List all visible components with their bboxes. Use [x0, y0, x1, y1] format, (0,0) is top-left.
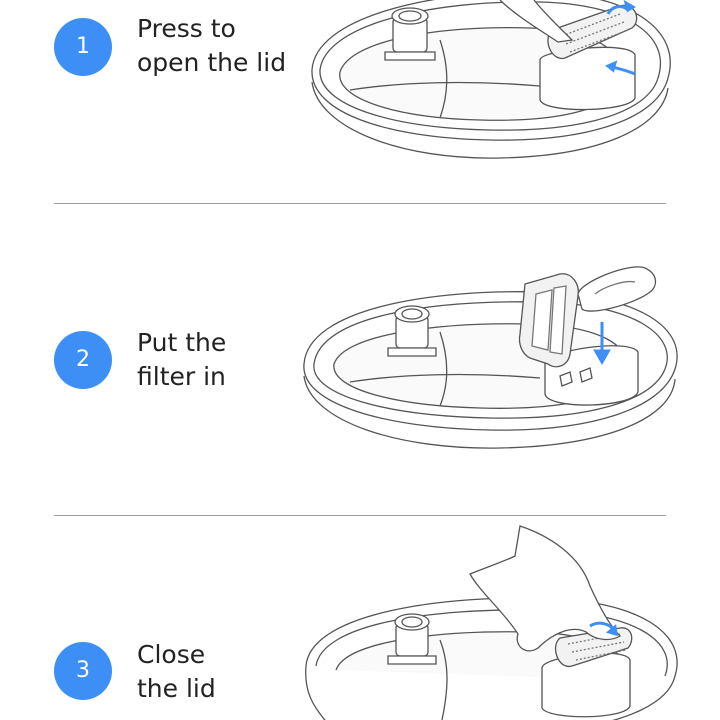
- filter-box: [539, 4, 638, 111]
- fountain-open-lid-illustration: [311, 0, 671, 159]
- step-instruction: Close the lid: [137, 638, 312, 706]
- filter-box-open: [518, 273, 639, 406]
- fountain-insert-filter-illustration: [303, 266, 678, 449]
- step-instruction-line: filter in: [137, 362, 226, 391]
- hand-outline: [499, 0, 574, 43]
- water-outlet: [384, 7, 436, 61]
- step-number-badge: 2: [54, 331, 112, 389]
- press-arrows-icon: [605, 0, 636, 76]
- step-instruction-line: Press to: [137, 14, 236, 43]
- step-2: 2 Put the filter in: [0, 204, 720, 515]
- step-instruction-line: open the lid: [137, 48, 287, 77]
- close-arrow-icon: [589, 621, 618, 637]
- fountain-close-lid-illustration: [305, 525, 678, 720]
- water-outlet: [387, 613, 437, 665]
- step-instruction-line: Put the: [137, 328, 227, 357]
- step-instruction-line: the lid: [137, 674, 216, 703]
- filter-cartridge: [577, 266, 657, 312]
- section-divider: [54, 203, 666, 204]
- step-number-badge: 3: [54, 642, 112, 700]
- step-1: 1 Press to open the lid: [0, 0, 720, 203]
- step-number-badge: 1: [54, 18, 112, 76]
- step-instruction-line: Close: [137, 640, 206, 669]
- step-3: 3 Close the lid: [0, 516, 720, 720]
- hand-outline: [469, 525, 622, 652]
- step-instruction: Put the filter in: [137, 326, 312, 394]
- section-divider: [54, 515, 666, 516]
- water-outlet: [387, 305, 437, 357]
- step-instruction: Press to open the lid: [137, 12, 312, 80]
- insert-arrow-icon: [593, 322, 611, 366]
